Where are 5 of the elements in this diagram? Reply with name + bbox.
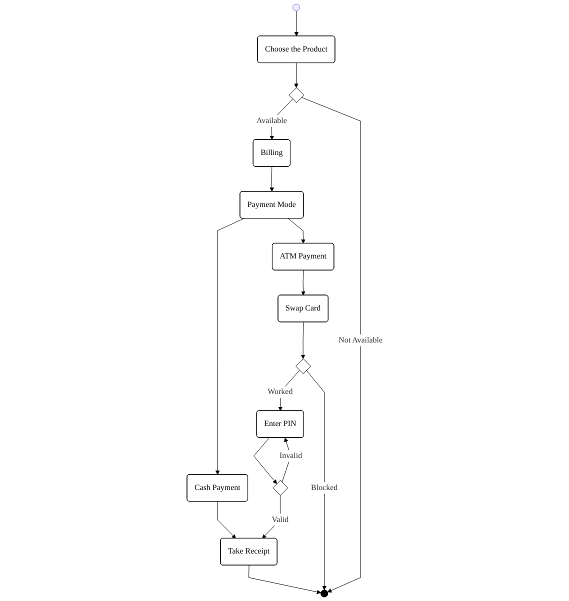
node-diamond [272,480,288,496]
node-diamond [295,358,311,374]
node-circle [292,4,300,12]
node-diamond [288,87,304,103]
arrow [269,166,274,192]
